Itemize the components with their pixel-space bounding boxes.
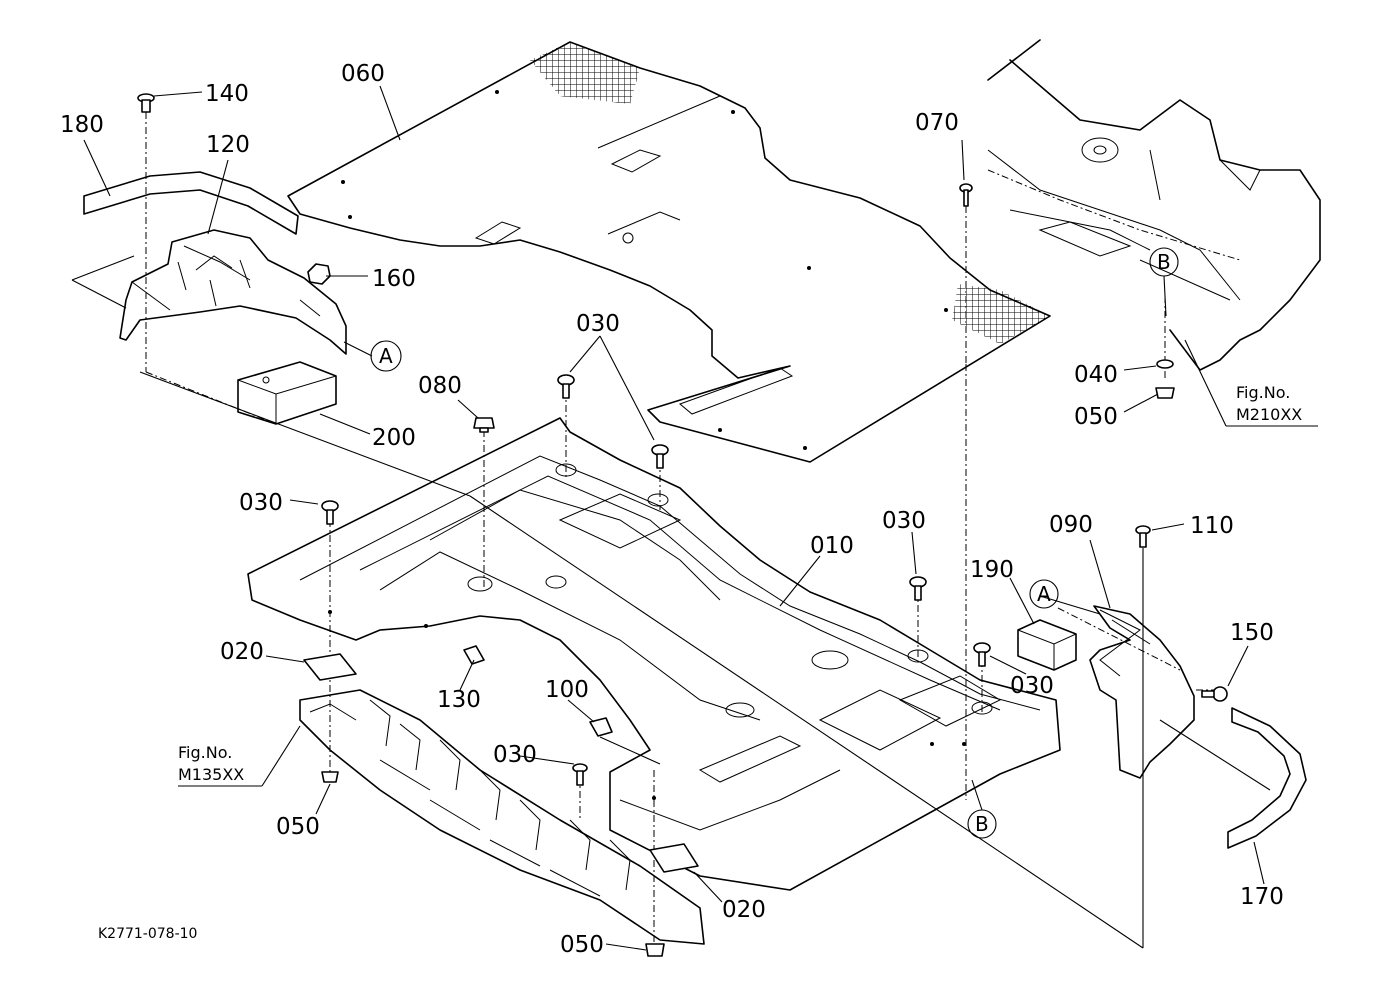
part-label-170: 170 [1240,884,1284,910]
strip-170 [1227,707,1307,849]
part-label-020: 020 [220,639,264,665]
part-label-200: 200 [372,425,416,451]
bolt-030-c [321,500,339,525]
washer-040 [1156,359,1174,369]
tractor-body [987,39,1321,371]
floor-plate [247,417,1061,891]
fig-label: Fig.No. [1236,383,1290,402]
part-label-010: 010 [810,533,854,559]
ref-a-right: A [1029,579,1059,609]
part-label-110: 110 [1190,513,1234,539]
ref-a-label: A [379,344,393,368]
part-label-030: 030 [239,490,283,516]
part-label-100: 100 [545,677,589,703]
clip-020-a [303,653,357,681]
part-label-040: 040 [1074,362,1118,388]
part-label-120: 120 [206,132,250,158]
floor-mat [287,41,1051,463]
block-190 [1017,619,1077,671]
nut-050-b [321,771,339,783]
bolt-110 [1135,525,1151,548]
bolt-030-f [572,763,588,786]
fig-ref-m135xx: Fig.No. M135XX [178,725,301,787]
clip-100 [589,717,613,737]
part-label-190: 190 [970,557,1014,583]
fig-label: Fig.No. [178,743,232,762]
fig-code: M135XX [178,765,244,784]
plug-080 [473,417,495,433]
bolt-150 [1201,686,1228,702]
part-label-030: 030 [493,742,537,768]
bolt-030-b [651,444,669,469]
reference-lines [71,255,1271,949]
clip-020-b [649,843,699,873]
label-leaders [83,85,1265,951]
part-label-090: 090 [1049,512,1093,538]
nut-050-c [645,943,665,957]
part-label-150: 150 [1230,620,1274,646]
part-label-050: 050 [560,932,604,958]
ref-a-label: A [1037,582,1051,606]
ref-b-label: B [1157,250,1171,274]
part-label-030: 030 [882,508,926,534]
part-label-080: 080 [418,373,462,399]
nut-050-a [1155,387,1175,399]
ref-b-label: B [975,812,989,836]
part-label-070: 070 [915,110,959,136]
bolt-140 [137,93,155,113]
fig-code: M210XX [1236,405,1302,424]
block-200 [237,361,337,425]
cover-090 [1089,605,1195,779]
part-label-060: 060 [341,61,385,87]
fig-ref-m210xx: Fig.No. M210XX [1184,339,1318,427]
ref-a-left: A [370,340,402,372]
part-label-020: 020 [722,897,766,923]
screw-070 [959,183,973,207]
drawing-code: K2771-078-10 [98,926,197,942]
strip-180 [83,171,299,235]
part-label-160: 160 [372,266,416,292]
part-label-050: 050 [1074,404,1118,430]
bolt-030-a [557,374,575,399]
clip-130 [463,645,485,665]
ref-b-bottom: B [967,809,997,839]
center-lines [145,112,1220,948]
part-label-030: 030 [1010,673,1054,699]
part-label-030: 030 [576,311,620,337]
bolt-030-e [973,642,991,667]
part-label-180: 180 [60,112,104,138]
ref-b-top: B [1149,247,1179,277]
part-label-050: 050 [276,814,320,840]
nut-160 [307,263,331,285]
part-label-130: 130 [437,687,481,713]
bolt-030-d [909,576,927,601]
part-labels: 140 180 120 060 160 200 030 080 030 010 … [60,61,1284,958]
part-label-140: 140 [205,81,249,107]
cover-120 [119,229,347,355]
